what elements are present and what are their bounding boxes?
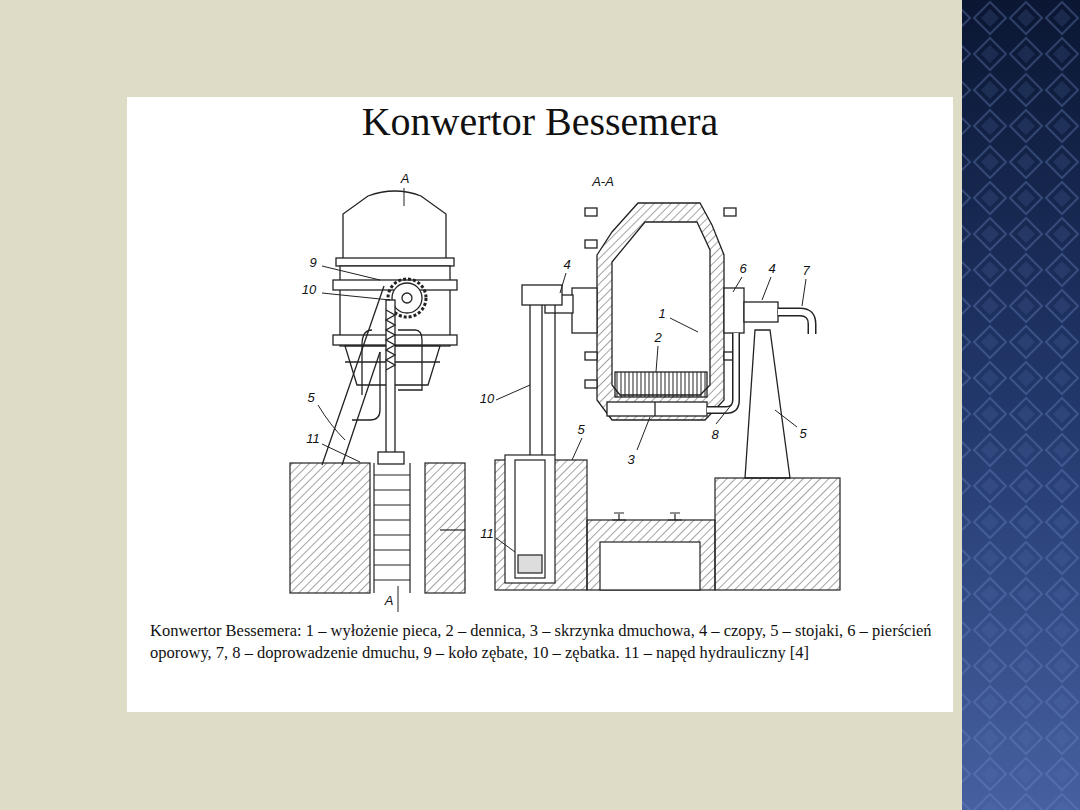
foundation-left [440, 529, 465, 530]
converter-section [541, 305, 542, 455]
callout-number: 2 [654, 330, 661, 345]
callout-number: 3 [627, 452, 634, 467]
foundation-left [374, 475, 410, 580]
converter-elevation [352, 330, 380, 420]
leader-line [322, 293, 390, 300]
slide-title: Konwertor Bessemera [127, 98, 953, 146]
callout-number: 9 [309, 255, 316, 270]
converter-elevation [322, 286, 384, 465]
leader-line [322, 266, 380, 280]
foundation-right [587, 520, 715, 590]
converter-section [522, 285, 562, 305]
converter-elevation [386, 300, 395, 458]
foundation-right [495, 455, 840, 590]
foundation-left [290, 463, 370, 593]
leader-line [404, 188, 405, 206]
converter-section [585, 380, 597, 388]
section-mark: A [385, 593, 394, 608]
foundation-left [409, 463, 410, 593]
callout-number: 5 [307, 390, 314, 405]
figure-caption: Konwertor Bessemera: 1 – wyłożenie pieca… [150, 620, 953, 664]
foundation-right [515, 460, 545, 578]
callout-number: 8 [711, 427, 718, 442]
background [0, 0, 962, 810]
leader-line [572, 438, 582, 460]
converter-elevation [343, 191, 446, 262]
leader-line [496, 538, 515, 552]
converter-section [745, 330, 790, 478]
callout-number: 4 [563, 257, 570, 272]
converter-section [585, 240, 597, 248]
converter-section [615, 372, 707, 397]
converter-section [707, 333, 736, 410]
foundation-left [425, 463, 465, 593]
image-panel [127, 97, 953, 712]
section-mark: A [401, 171, 410, 186]
leader-line [637, 417, 650, 450]
converter-section [707, 333, 736, 410]
callout-number: 5 [577, 422, 584, 437]
converter-section [654, 402, 655, 416]
leader-line [762, 277, 771, 300]
callout-number: 11 [480, 526, 494, 541]
converter-section [724, 208, 736, 216]
callout-number: 5 [799, 426, 806, 441]
callout-number: 7 [802, 263, 809, 278]
background [0, 0, 962, 810]
converter-section [522, 203, 812, 478]
callout-number: 6 [739, 261, 746, 276]
leader-line [560, 273, 566, 293]
leader-line [398, 586, 399, 612]
leader-line [802, 279, 806, 306]
callout-number: 11 [306, 431, 320, 446]
foundation-left [373, 463, 374, 593]
side-bar [962, 0, 1080, 810]
section-mark: A-A [592, 174, 614, 189]
leader-line [775, 410, 797, 427]
leader-line [322, 444, 360, 462]
converter-elevation [392, 283, 422, 313]
foundation-right [600, 542, 700, 590]
converter-section [585, 208, 597, 216]
foundation-right [518, 555, 542, 573]
side-bar [962, 0, 1080, 810]
leader-line [656, 346, 658, 372]
converter-elevation [336, 258, 454, 266]
leader-line [670, 318, 698, 332]
converter-elevation [322, 191, 457, 465]
foundation-right [715, 478, 840, 590]
callout-number: 10 [302, 282, 316, 297]
foundation-left [290, 463, 465, 593]
converter-elevation [386, 310, 395, 370]
leader-line [318, 405, 345, 440]
converter-section [585, 352, 597, 360]
leader-line [716, 404, 732, 424]
callout-number: 1 [658, 306, 665, 321]
leader-line [496, 385, 530, 400]
callout-number: 10 [480, 391, 494, 406]
converter-elevation [398, 330, 422, 390]
converter-section [554, 305, 555, 455]
leader-line [733, 277, 742, 292]
image-panel [127, 97, 953, 712]
leader-line [318, 188, 806, 612]
converter-section [724, 288, 744, 333]
converter-elevation [378, 452, 404, 464]
converter-section [607, 402, 707, 416]
foundation-right [612, 513, 682, 520]
converter-section [572, 288, 597, 333]
converter-section [778, 312, 812, 334]
callout-number: 4 [768, 261, 775, 276]
converter-section [778, 312, 812, 334]
converter-section [529, 305, 530, 455]
converter-section [744, 302, 778, 322]
converter-elevation [402, 293, 412, 303]
side-bar [962, 0, 1080, 810]
foundation-right [505, 455, 555, 583]
converter-section [597, 203, 724, 420]
